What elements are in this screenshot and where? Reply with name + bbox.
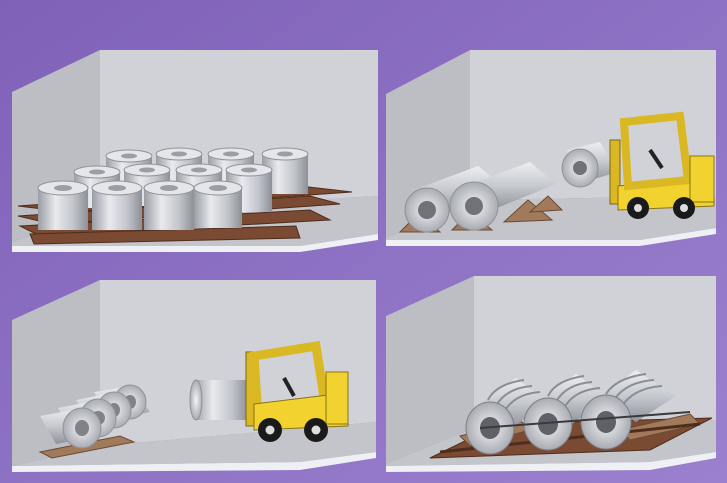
panel-coils-lying-forklift (12, 280, 376, 472)
panel-coils-upright-on-pallets (12, 50, 378, 252)
panel-coils-on-cradle-pallet (386, 276, 716, 472)
coil-front-row (38, 181, 242, 230)
panel-coils-on-chocks-forklift (386, 50, 716, 246)
